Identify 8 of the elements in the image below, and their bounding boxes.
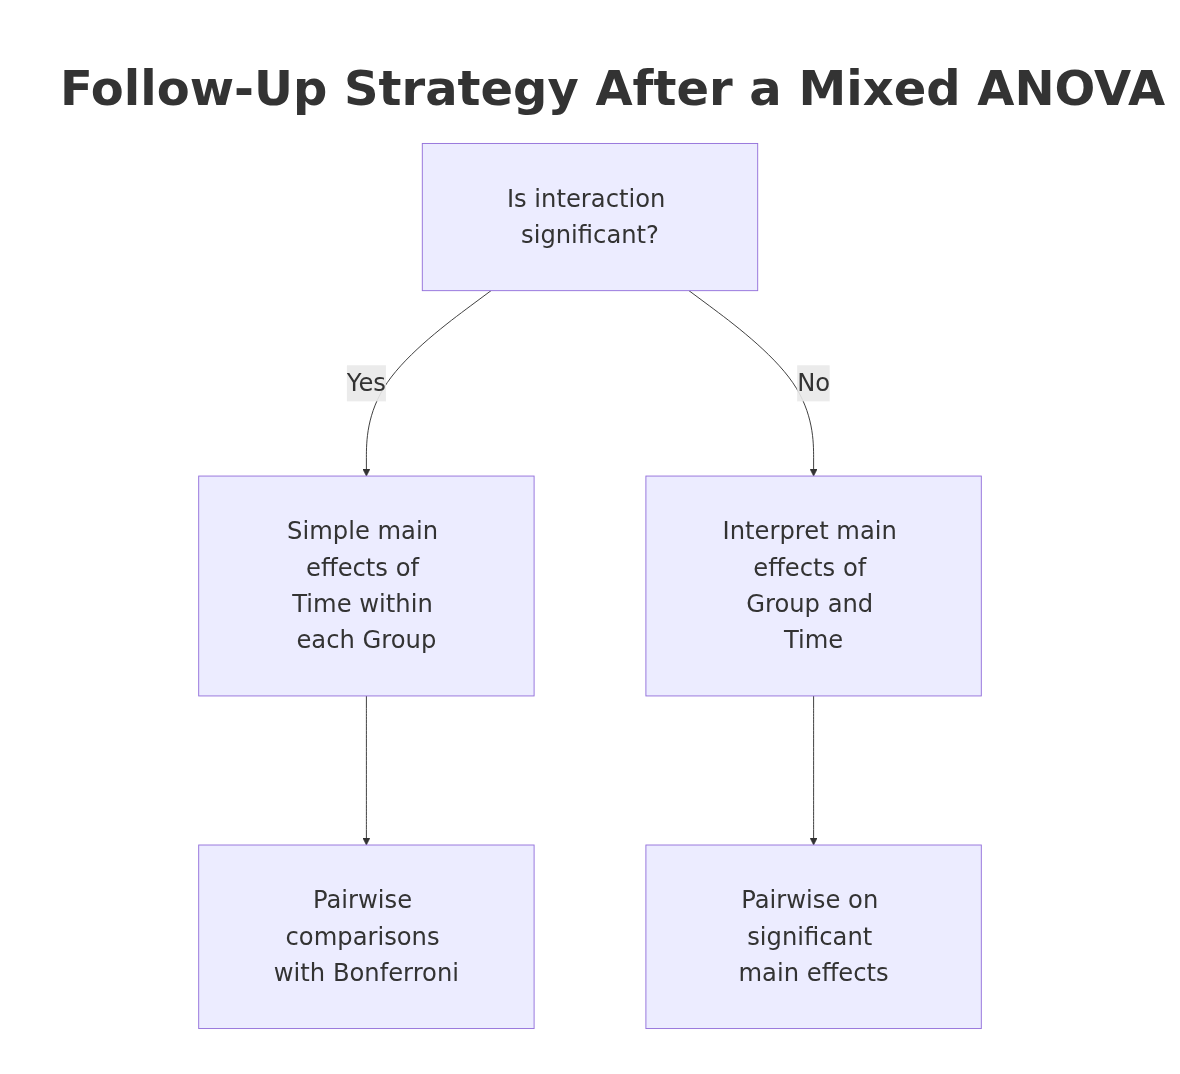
node-box: Simple main effects of Time within each Group xyxy=(198,475,535,697)
edge-label: Yes xyxy=(346,368,386,397)
node-box: Is interaction significant? xyxy=(421,143,759,292)
node-box: Pairwise comparisons with Bonferroni xyxy=(198,844,535,1029)
edge-label: No xyxy=(797,368,831,397)
node-box: Pairwise on significant main effects xyxy=(645,844,982,1029)
node-box: Interpret main effects of Group and Time xyxy=(645,475,982,697)
diagram-title: Follow-Up Strategy After a Mixed ANOVA xyxy=(60,60,1167,116)
